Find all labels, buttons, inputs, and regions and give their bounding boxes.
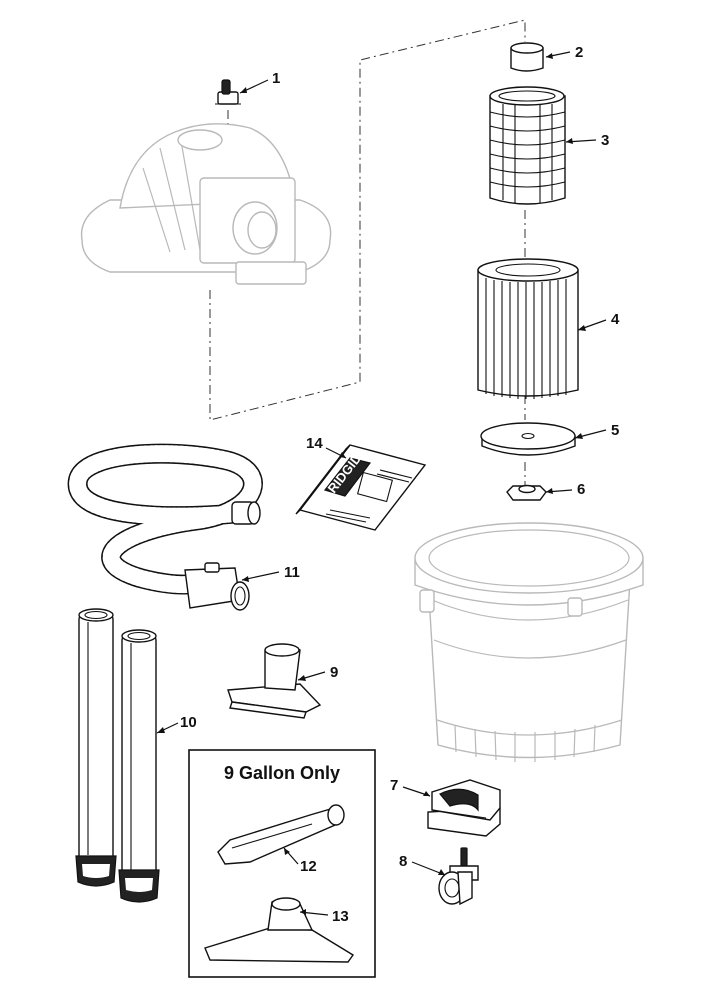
callout-13: 13 (332, 908, 349, 925)
callout-1: 1 (272, 70, 280, 87)
callout-2: 2 (575, 44, 583, 61)
part-14-owners-manual: RIDGID (295, 444, 427, 531)
callout-4: 4 (611, 311, 620, 328)
part-8-caster (438, 847, 479, 906)
part-10-extension-wands (75, 608, 160, 903)
callout-12: 12 (300, 858, 317, 875)
callout-numbers: 1 2 3 4 5 6 7 8 9 10 11 12 13 14 (180, 44, 620, 925)
callout-8: 8 (399, 853, 407, 870)
part-9-utility-nozzle (227, 643, 322, 719)
drum-outline (414, 522, 644, 762)
callout-10: 10 (180, 714, 197, 731)
part-7-caster-mount (427, 779, 501, 837)
part-2-foam-cap (510, 42, 544, 72)
callout-9: 9 (330, 664, 338, 681)
nine-gallon-inset-box: 9 Gallon Only (188, 749, 376, 978)
part-13-floor-nozzle (204, 897, 355, 963)
callout-7: 7 (390, 777, 398, 794)
inset-box-title: 9 Gallon Only (224, 763, 340, 783)
part-12-crevice-tool (217, 804, 345, 865)
callout-11: 11 (284, 564, 300, 581)
callout-14: 14 (306, 435, 323, 452)
part-1-switch (215, 79, 241, 105)
callout-3: 3 (601, 132, 609, 149)
part-5-filter-plate (480, 422, 576, 456)
part-4-pleated-filter (477, 258, 579, 399)
callout-leaders (156, 51, 607, 916)
part-3-filter-cage (489, 86, 566, 205)
callout-6: 6 (577, 481, 585, 498)
part-6-float-retainer (506, 484, 547, 501)
part-11-hose (67, 443, 263, 611)
powerhead-outline (80, 123, 332, 285)
callout-5: 5 (611, 422, 619, 439)
